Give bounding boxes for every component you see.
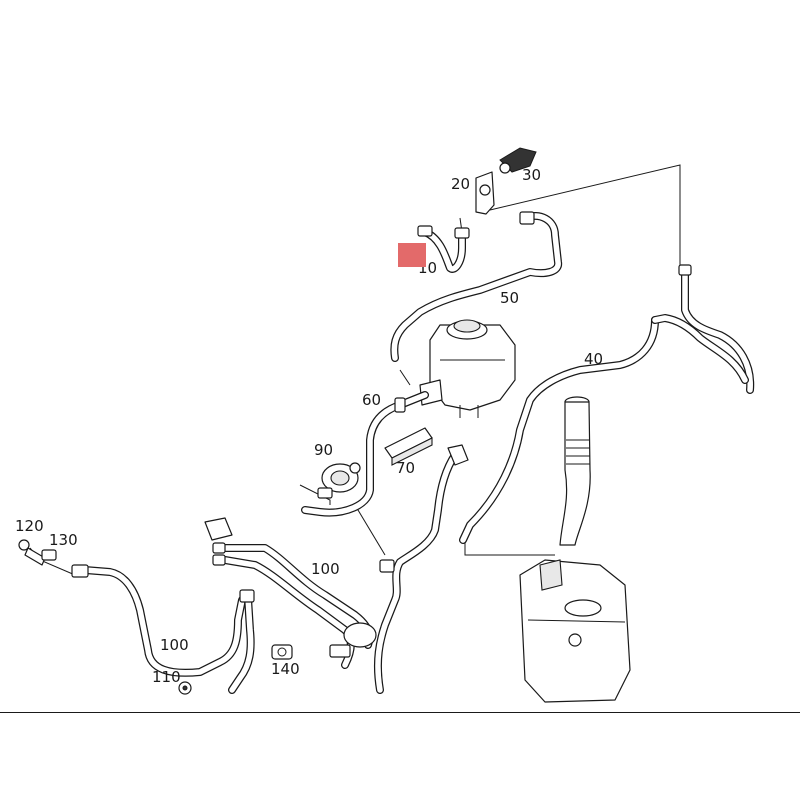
callout-140: 140	[271, 660, 300, 678]
hose-center-clamp-b	[379, 559, 395, 573]
hose-100-end-a	[212, 542, 226, 554]
pump-90-outlet	[349, 462, 361, 474]
hose-100-fitting	[329, 644, 351, 658]
callout-60: 60	[362, 391, 381, 409]
plug-130	[41, 549, 57, 561]
callout-100-center: 100	[311, 560, 340, 578]
callout-90: 90	[314, 441, 333, 459]
callout-40: 40	[584, 350, 603, 368]
callout-50: 50	[500, 289, 519, 307]
expansion-tank	[419, 319, 516, 418]
hose-50-clamp	[519, 211, 535, 225]
reservoir-cap	[564, 599, 602, 617]
hose-center-clamp	[447, 444, 469, 466]
hose-40	[459, 316, 659, 544]
bracket-70	[384, 427, 433, 466]
reservoir-body	[519, 559, 631, 703]
hose-100-left-end	[71, 564, 89, 578]
bottom-border-line	[0, 712, 800, 713]
connector-30	[499, 147, 537, 174]
leader-line-90	[299, 484, 331, 505]
hose-60	[301, 391, 429, 517]
pump-90	[317, 462, 361, 499]
pump-90-hub	[330, 470, 350, 486]
connector-140-body	[271, 644, 293, 660]
leader-line-tank	[399, 369, 411, 386]
callout-130: 130	[49, 531, 78, 549]
hose-100-bracket	[204, 517, 233, 541]
hose-100-left	[71, 564, 255, 694]
clamp-110	[178, 681, 192, 695]
hose-10-clamp-b	[454, 227, 470, 239]
plug-130-body	[41, 549, 57, 561]
hose-10	[417, 225, 470, 273]
callout-70: 70	[396, 459, 415, 477]
hose-100-left-clamp	[239, 589, 255, 603]
callout-110: 110	[152, 668, 181, 686]
valve-20-port	[479, 184, 491, 196]
sensor-120-body	[24, 547, 46, 566]
bracket-70-edge	[391, 437, 433, 466]
clamp-110-center	[182, 685, 188, 691]
hose-right-top	[651, 264, 755, 394]
valve-20	[475, 171, 495, 215]
hose-60-clamp	[394, 397, 406, 413]
connector-30-end	[499, 162, 511, 174]
pump-90-mount	[317, 487, 333, 499]
washer-reservoir	[519, 396, 631, 703]
hose-right-top-clamp	[678, 264, 692, 276]
sensor-120-head	[18, 539, 30, 551]
leader-line-center	[354, 504, 386, 556]
leader-line-top	[489, 164, 681, 270]
callout-30: 30	[522, 166, 541, 184]
hose-center	[373, 444, 469, 694]
callout-20: 20	[451, 175, 470, 193]
connector-140-port	[277, 647, 287, 657]
hose-10-clamp-a	[417, 225, 433, 237]
reservoir-seam	[527, 619, 626, 623]
callout-120: 120	[15, 517, 44, 535]
hose-100-junction	[343, 622, 377, 648]
leader-line-40	[464, 535, 555, 556]
connector-140	[271, 644, 293, 660]
filler-neck	[559, 401, 591, 546]
hose-100-center	[204, 517, 377, 669]
reservoir-sensor	[568, 633, 582, 647]
hose-100-end-b	[212, 554, 226, 566]
hose-50	[390, 211, 563, 362]
reservoir-inlet	[539, 559, 563, 591]
sensor-120	[18, 539, 46, 566]
callout-labels: 10 20 30 40 50 60 70 90 100 100 110 120 …	[15, 166, 603, 686]
tank-cap-top	[453, 319, 481, 333]
highlight-marker	[398, 243, 426, 267]
callout-100-left: 100	[160, 636, 189, 654]
